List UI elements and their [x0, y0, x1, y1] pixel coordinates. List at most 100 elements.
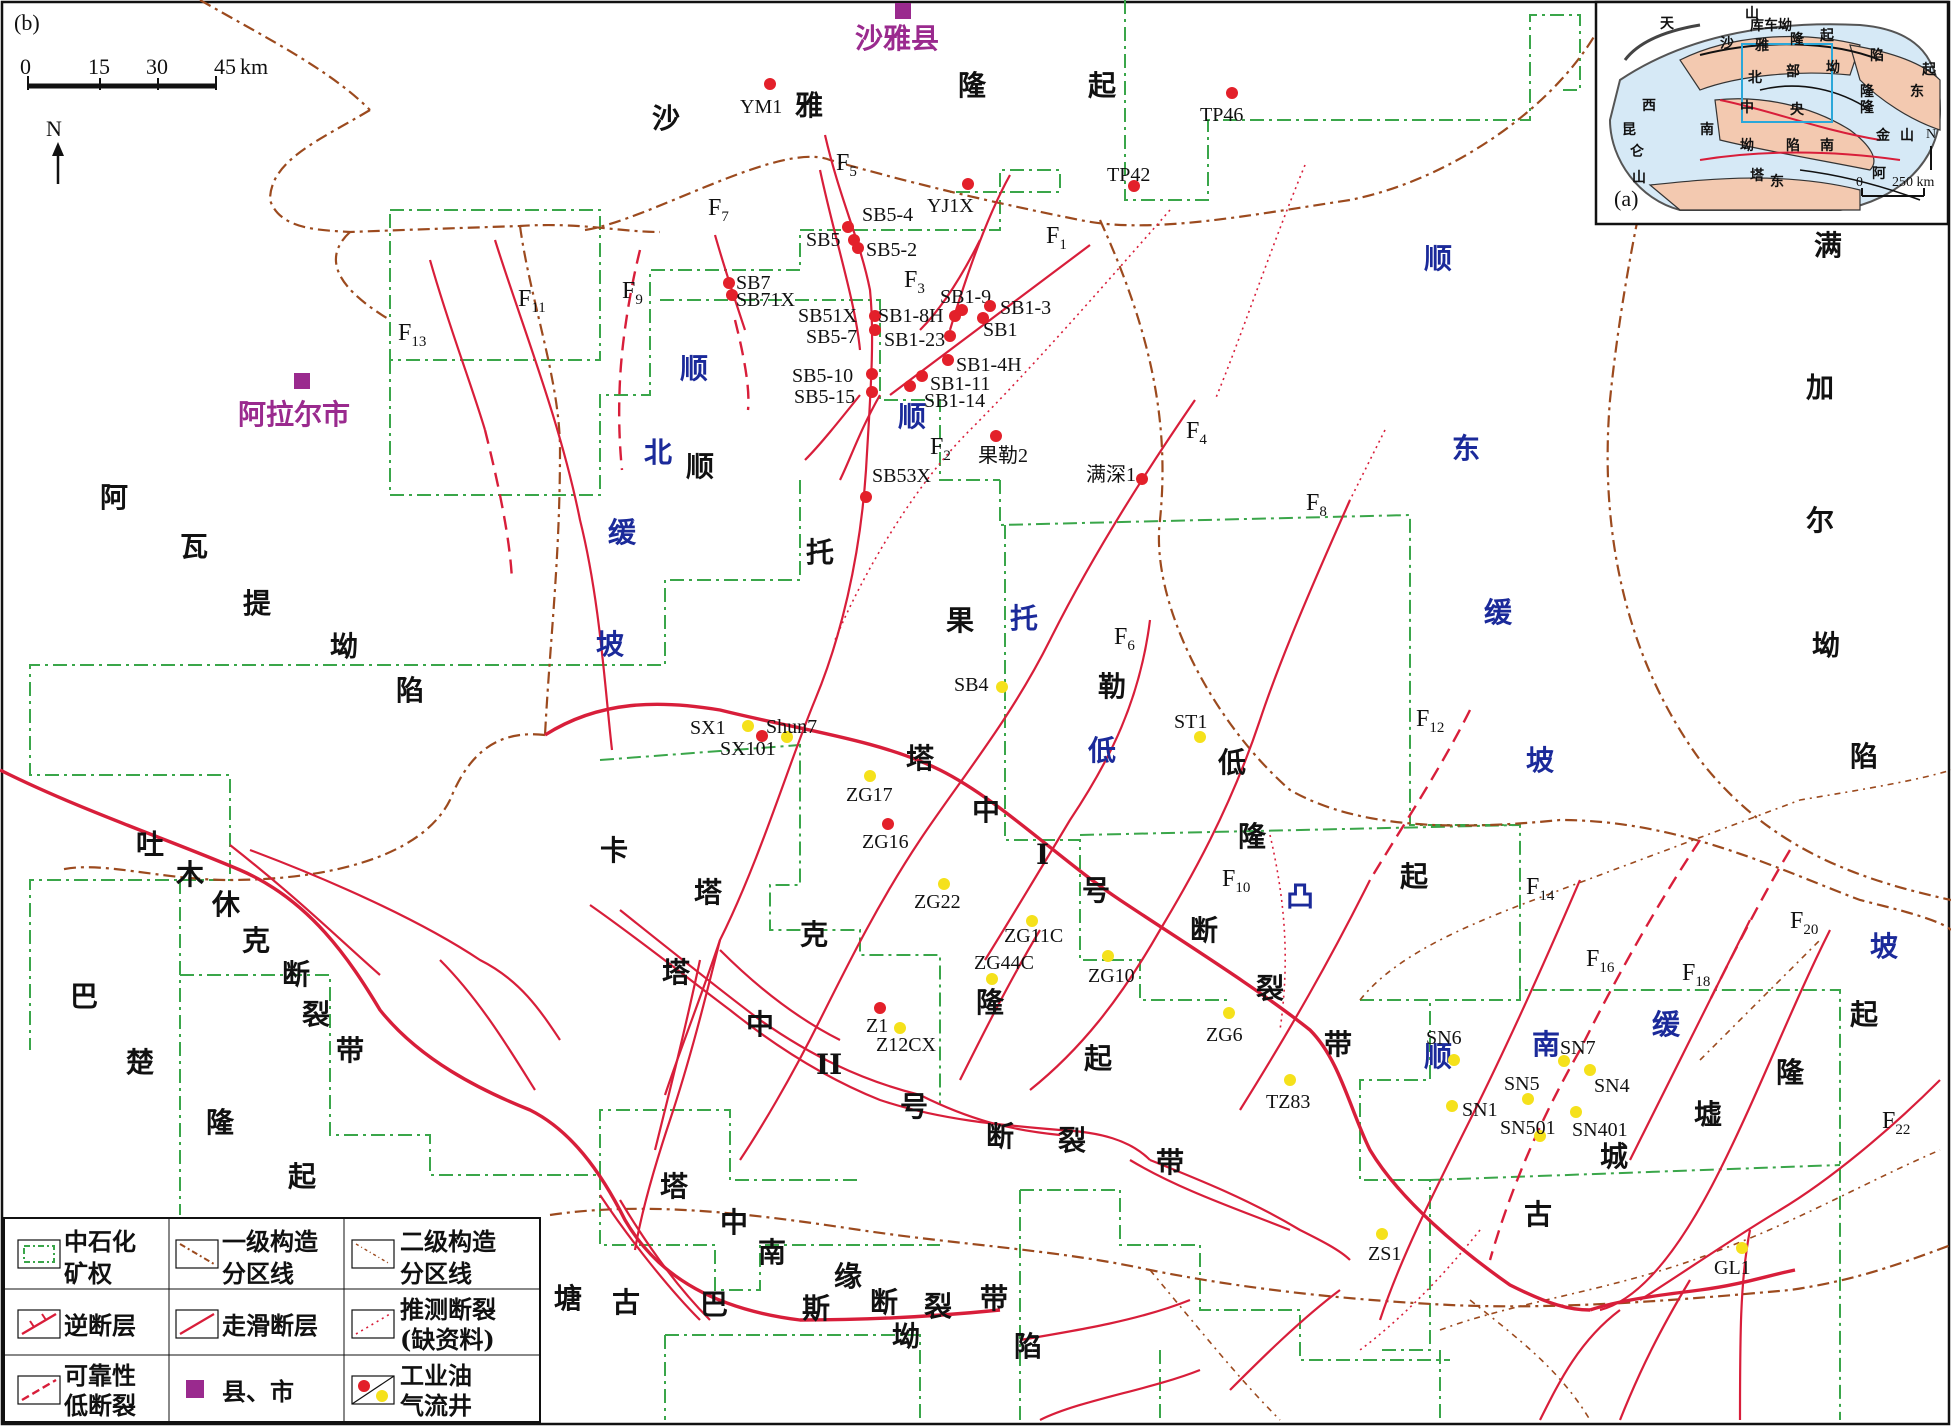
- well-label-SN5: SN5: [1504, 1073, 1540, 1095]
- inset-region-label: 隆: [1860, 83, 1875, 100]
- region-label: 裂: [1058, 1124, 1086, 1157]
- scale-tick-0: 0: [20, 54, 31, 79]
- well-label-SX101: SX101: [720, 738, 776, 760]
- region-label: 裂: [924, 1290, 952, 1323]
- panel-label: (b): [14, 10, 40, 35]
- well-label-YJ1X: YJ1X: [927, 195, 974, 217]
- fault-label-F18: F18: [1682, 960, 1710, 990]
- well-label-SN401: SN401: [1572, 1119, 1628, 1141]
- fault-label-F13: F13: [398, 320, 426, 350]
- well-marker-ZG16: [882, 818, 894, 830]
- well-label-SB1-11: SB1-11: [930, 373, 990, 395]
- well-label-Shun7: Shun7: [766, 716, 817, 738]
- inset-region-label: 起: [1819, 27, 1835, 44]
- well-marker-SN7: [1558, 1055, 1570, 1067]
- well-label-Z12CX: Z12CX: [876, 1034, 937, 1056]
- city-shaya: 沙雅县: [855, 22, 939, 55]
- legend-license-l1: 中石化: [64, 1227, 136, 1256]
- region-label: 隆: [1776, 1056, 1805, 1089]
- region-label: 坳: [330, 630, 358, 663]
- well-marker-SN5: [1522, 1093, 1534, 1105]
- well-label-ZG44C: ZG44C: [974, 952, 1034, 974]
- fault-labels: F1 F2 F3 F4 F5 F6 F7 F8 F9 F10 F11 F12 F…: [398, 150, 1910, 1138]
- inset-region-label: 库车坳: [1750, 17, 1792, 34]
- inset-scale-value: 250 km: [1892, 175, 1935, 190]
- fault-label-F1: F1: [1046, 223, 1067, 253]
- well-marker-ZS1: [1376, 1228, 1388, 1240]
- fault-label-F14: F14: [1526, 874, 1555, 904]
- region-label: 缓: [608, 516, 637, 549]
- fault-label-F12: F12: [1416, 706, 1444, 736]
- well-marker-ZG6: [1223, 1007, 1235, 1019]
- region-label: 满: [1814, 229, 1842, 262]
- region-label: 缘: [834, 1260, 862, 1293]
- legend-thrust: 逆断层: [64, 1311, 136, 1340]
- inset-region-label: 昆: [1622, 122, 1636, 138]
- well-label-MS1: 满深1: [1086, 463, 1136, 486]
- well-marker-TP42: [1128, 180, 1140, 192]
- well-marker-GL1: [1736, 1242, 1748, 1254]
- region-label: 提: [243, 587, 272, 620]
- well-marker-ZG44C: [986, 973, 998, 985]
- well-marker-SB1-14: [904, 380, 916, 392]
- well-marker-ZG22: [938, 878, 950, 890]
- region-label: 起: [1400, 860, 1429, 893]
- region-label: 尔: [1806, 504, 1834, 537]
- city-square-icon: [294, 373, 310, 389]
- well-marker-MS1: [1136, 473, 1148, 485]
- region-label: 顺: [680, 352, 708, 385]
- well-label-SB51X: SB51X: [798, 305, 857, 327]
- well-label-SB5-7: SB5-7: [806, 326, 857, 348]
- well-marker-SB71X: [726, 289, 738, 301]
- fault-label-F10: F10: [1222, 866, 1250, 896]
- tectonic-boundaries: [59, 0, 1951, 1421]
- well-marker-SN401: [1570, 1106, 1582, 1118]
- city-square-icon: [895, 3, 911, 19]
- inset-region-label: 隆: [1860, 99, 1875, 116]
- region-label: I: [1036, 838, 1049, 871]
- region-label: 克: [242, 924, 270, 957]
- inset-region-label: 天: [1660, 16, 1675, 32]
- well-label-ST1: ST1: [1174, 711, 1207, 733]
- legend-reliable-l2: 低断裂: [63, 1391, 136, 1420]
- well-label-ZG11C: ZG11C: [1004, 925, 1063, 947]
- well-label-SB1-8H: SB1-8H: [878, 305, 944, 327]
- region-label: 北: [644, 436, 672, 469]
- region-label: 克: [800, 918, 828, 951]
- well-label-SB1-23: SB1-23: [884, 329, 945, 351]
- well-label-ZG6: ZG6: [1206, 1024, 1243, 1046]
- well-label-TP42: TP42: [1107, 164, 1150, 186]
- well-label-SB1-9: SB1-9: [940, 286, 991, 308]
- inset-region-label: 坳: [1740, 137, 1754, 154]
- region-label: 带: [1156, 1146, 1184, 1179]
- region-label: 起: [1088, 69, 1117, 102]
- region-label: 缓: [1652, 1008, 1681, 1041]
- region-label: 瓦: [180, 530, 208, 563]
- region-label: 坡: [1526, 744, 1554, 777]
- city-alaer: 阿拉尔市: [238, 398, 350, 431]
- region-label: 塔: [660, 1170, 689, 1203]
- legend-wells-l1: 工业油: [400, 1361, 472, 1390]
- region-label: 雅: [795, 89, 823, 122]
- inset-region-label: 西: [1642, 98, 1656, 114]
- well-marker-SB5-2: [852, 242, 864, 254]
- legend-boundary1-l1: 一级构造: [222, 1227, 318, 1256]
- well-label-SN7: SN7: [1560, 1037, 1596, 1059]
- well-marker-Shun7: [781, 731, 793, 743]
- region-label: 隆: [1238, 820, 1267, 853]
- region-label: 吐: [136, 828, 164, 861]
- region-label: 中: [746, 1008, 774, 1041]
- region-label: II: [816, 1048, 842, 1081]
- well-label-ZG17: ZG17: [846, 784, 893, 806]
- legend-boundary2-l1: 二级构造: [400, 1227, 496, 1256]
- inset-region-label: 阿: [1872, 166, 1886, 182]
- well-label-SB5-15: SB5-15: [794, 386, 855, 408]
- inset-north: N: [1926, 127, 1936, 142]
- well-label-YM1: YM1: [740, 96, 782, 118]
- well-label-ZG10: ZG10: [1088, 965, 1135, 987]
- inset-region-label: 北: [1748, 70, 1762, 86]
- region-label: 塔: [662, 956, 691, 989]
- well-marker-SB51X: [869, 310, 881, 322]
- region-label: 隆: [976, 986, 1005, 1019]
